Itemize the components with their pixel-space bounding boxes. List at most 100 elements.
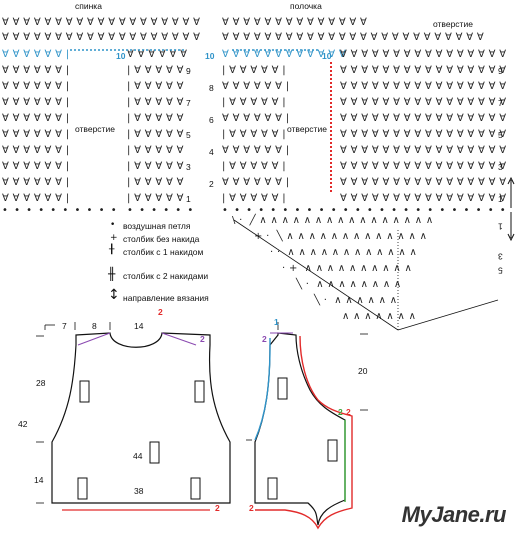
back-row: | ∀ ∀ ∀ ∀ ∀ <box>127 193 184 204</box>
back-row-number: 1 <box>186 194 191 204</box>
front-row-number-10-left: 10 <box>205 51 215 61</box>
legend-symbol-tr: ╫ <box>108 267 116 281</box>
yoke-row: · + ∧ ∧ ∧ ∧ ∧ ∧ ∧ ∧ ∧ ∧ <box>282 263 413 274</box>
legend-symbol-chain: • <box>110 220 116 230</box>
yoke-row: ╲ · ∧ ∧ ∧ ∧ ∧ ∧ ∧ ∧ <box>296 279 402 290</box>
back-dim-height-total: 42 <box>18 419 28 429</box>
back-dim-neck: 14 <box>134 321 144 331</box>
back-opening-rect <box>79 380 90 403</box>
front-row: ∀ ∀ ∀ ∀ ∀ ∀ ∀ ∀ ∀ ∀ ∀ ∀ ∀ ∀ ∀ ∀ <box>340 81 507 92</box>
front-row: | ∀ ∀ ∀ ∀ ∀ | <box>222 161 286 172</box>
front-row: ∀ ∀ ∀ ∀ ∀ ∀ | <box>222 145 290 156</box>
front-row: ∀ ∀ ∀ ∀ ∀ ∀ ∀ ∀ ∀ ∀ ∀ ∀ ∀ ∀ ∀ ∀ <box>340 49 507 60</box>
front-opening-rect <box>327 439 338 462</box>
front-top-opening-label: отверстие <box>433 19 473 29</box>
front-row: | ∀ ∀ ∀ ∀ ∀ | <box>222 193 286 204</box>
front-row: ∀ ∀ ∀ ∀ ∀ ∀ ∀ ∀ ∀ ∀ ∀ ∀ ∀ ∀ ∀ ∀ <box>340 113 507 124</box>
back-dim-height-upper: 28 <box>36 378 46 388</box>
back-row: ∀ ∀ ∀ ∀ ∀ ∀ | <box>2 97 70 108</box>
front-left-row-number: 8 <box>209 83 214 93</box>
legend-label-sc: столбик без накида <box>123 234 200 244</box>
front-left-row-number: 2 <box>209 179 214 189</box>
front-blue-edge <box>254 338 271 441</box>
back-row-number: 7 <box>186 98 191 108</box>
back-row: ∀ ∀ ∀ ∀ ∀ ∀ | <box>2 161 70 172</box>
front-row: ∀ ∀ ∀ ∀ ∀ ∀ ∀ ∀ ∀ ∀ ∀ ∀ ∀ ∀ ∀ ∀ <box>340 129 507 140</box>
back-row: | ∀ ∀ ∀ ∀ ∀ <box>127 81 184 92</box>
front-row: ∀ ∀ ∀ ∀ ∀ ∀ ∀ ∀ ∀ ∀ ∀ ∀ ∀ ∀ ∀ ∀ <box>340 193 507 204</box>
back-row: | ∀ ∀ ∀ ∀ ∀ <box>127 97 184 108</box>
legend-label-tr: столбик с 2 накидами <box>123 271 209 281</box>
yoke-row: · · ∧ ∧ ∧ ∧ ∧ ∧ ∧ ∧ ∧ ∧ ∧ ∧ <box>270 247 418 258</box>
front-row-number-10-right: 10 <box>322 51 332 61</box>
legend-symbol-sc: + <box>110 233 119 243</box>
back-dim-top-left: 7 <box>62 321 67 331</box>
legend-label-dc: столбик с 1 накидом <box>123 247 204 257</box>
front-left-row-number: 6 <box>209 115 214 125</box>
front-row: ∀ ∀ ∀ ∀ ∀ ∀ | <box>222 177 290 188</box>
back-row: ∀ ∀ ∀ ∀ ∀ ∀ | <box>2 193 70 204</box>
yoke-row: ╲ · ∧ ∧ ∧ ∧ ∧ ∧ <box>314 295 398 306</box>
front-dim-marker-blue: 1 <box>274 317 279 327</box>
back-row: | ∀ ∀ ∀ ∀ ∀ <box>127 177 184 188</box>
back-row: | ∀ ∀ ∀ ∀ ∀ <box>127 129 184 140</box>
back-row-number: 3 <box>186 162 191 172</box>
back-dim-center: 44 <box>133 451 143 461</box>
front-row: ∀ ∀ ∀ ∀ ∀ ∀ ∀ ∀ ∀ ∀ ∀ ∀ ∀ ∀ ∀ ∀ <box>340 177 507 188</box>
back-opening-rect <box>77 477 88 500</box>
front-row: ∀ ∀ ∀ ∀ ∀ ∀ ∀ ∀ ∀ ∀ ∀ ∀ ∀ ∀ ∀ ∀ <box>340 97 507 108</box>
legend-symbol-dc: ╂ <box>109 245 115 255</box>
back-dim-height-lower: 14 <box>34 475 44 485</box>
back-row: ∀ ∀ ∀ ∀ ∀ ∀ | <box>2 65 70 76</box>
back-shoulder-right <box>161 332 197 346</box>
back-chart-title: спинка <box>75 1 102 11</box>
front-right-row-number: 1 <box>498 194 503 204</box>
back-row: ∀ ∀ ∀ ∀ ∀ ∀ <box>127 49 188 60</box>
front-opening-rect <box>277 377 288 400</box>
back-row-blue: ∀ ∀ ∀ ∀ ∀ ∀ | <box>2 49 70 60</box>
front-dim-bottom-red: 2 <box>249 503 254 513</box>
back-dim-bottom-red: 2 <box>215 503 220 513</box>
front-dim-green: 2 <box>338 407 343 417</box>
back-row: ∀ ∀ ∀ ∀ ∀ ∀ | <box>2 177 70 188</box>
back-opening-rect <box>190 477 201 500</box>
back-row: | ∀ ∀ ∀ ∀ ∀ <box>127 65 184 76</box>
site-logo: MyJane.ru <box>401 502 507 527</box>
back-row-number-10: 10 <box>116 51 126 61</box>
back-row-dots: • • • • • • <box>127 205 195 216</box>
legend-label-direction: направление вязания <box>123 293 209 303</box>
back-row-number: 5 <box>186 130 191 140</box>
front-right-row-number: 9 <box>498 66 503 76</box>
front-dim-side: 20 <box>358 366 368 376</box>
back-opening-label: отверстие <box>75 124 115 134</box>
back-opening-rect <box>194 380 205 403</box>
back-row: ∀ ∀ ∀ ∀ ∀ ∀ ∀ ∀ ∀ ∀ ∀ ∀ ∀ ∀ ∀ ∀ ∀ ∀ ∀ <box>2 32 201 43</box>
front-row: ∀ ∀ ∀ ∀ ∀ ∀ | <box>222 81 290 92</box>
back-piece-outline <box>51 332 231 504</box>
back-dim-top-mid: 8 <box>92 321 97 331</box>
back-dim-marker-red: 2 <box>158 307 163 317</box>
front-center-opening-label: отверстие <box>287 124 327 134</box>
front-opening-rect <box>267 477 278 500</box>
front-row: | ∀ ∀ ∀ ∀ ∀ | <box>222 65 286 76</box>
front-row: ∀ ∀ ∀ ∀ ∀ ∀ ∀ ∀ ∀ ∀ ∀ ∀ ∀ ∀ ∀ ∀ <box>340 65 507 76</box>
front-row-blue: ∀ ∀ ∀ ∀ ∀ ∀ ∀ ∀ ∀ ∀ ∀ ∀ <box>222 49 346 60</box>
legend-label-chain: воздушная петля <box>123 221 191 231</box>
front-row: | ∀ ∀ ∀ ∀ ∀ | <box>222 97 286 108</box>
yoke-row: ∧ ∧ ∧ ∧ ∧ ∧ ∧ <box>342 311 417 322</box>
front-left-row-number: 4 <box>209 147 214 157</box>
front-row: ∀ ∀ ∀ ∀ ∀ ∀ | <box>222 113 290 124</box>
back-shoulder-left <box>77 332 111 346</box>
yoke-row: \ · ╱ ∧ ∧ ∧ ∧ ∧ ∧ ∧ ∧ ∧ ∧ ∧ ∧ ∧ ∧ ∧ ∧ <box>232 215 434 226</box>
front-right-row-number: 7 <box>498 98 503 108</box>
back-dim-marker-purple: 2 <box>200 334 205 344</box>
front-row-dots: • • • • • • • • • • • • • • • • • • • • … <box>222 205 508 216</box>
front-chart-title: полочка <box>290 1 322 11</box>
back-dim-bottom: 38 <box>134 486 144 496</box>
front-dim-red-side: 2 <box>346 407 351 417</box>
back-row: ∀ ∀ ∀ ∀ ∀ ∀ | <box>2 113 70 124</box>
back-row-number: 9 <box>186 66 191 76</box>
back-row-dots: • • • • • • • • • • <box>2 205 119 216</box>
yoke-right-edge <box>397 299 499 331</box>
back-row: ∀ ∀ ∀ ∀ ∀ ∀ ∀ ∀ ∀ ∀ ∀ ∀ ∀ ∀ ∀ ∀ ∀ ∀ ∀ <box>2 17 201 28</box>
